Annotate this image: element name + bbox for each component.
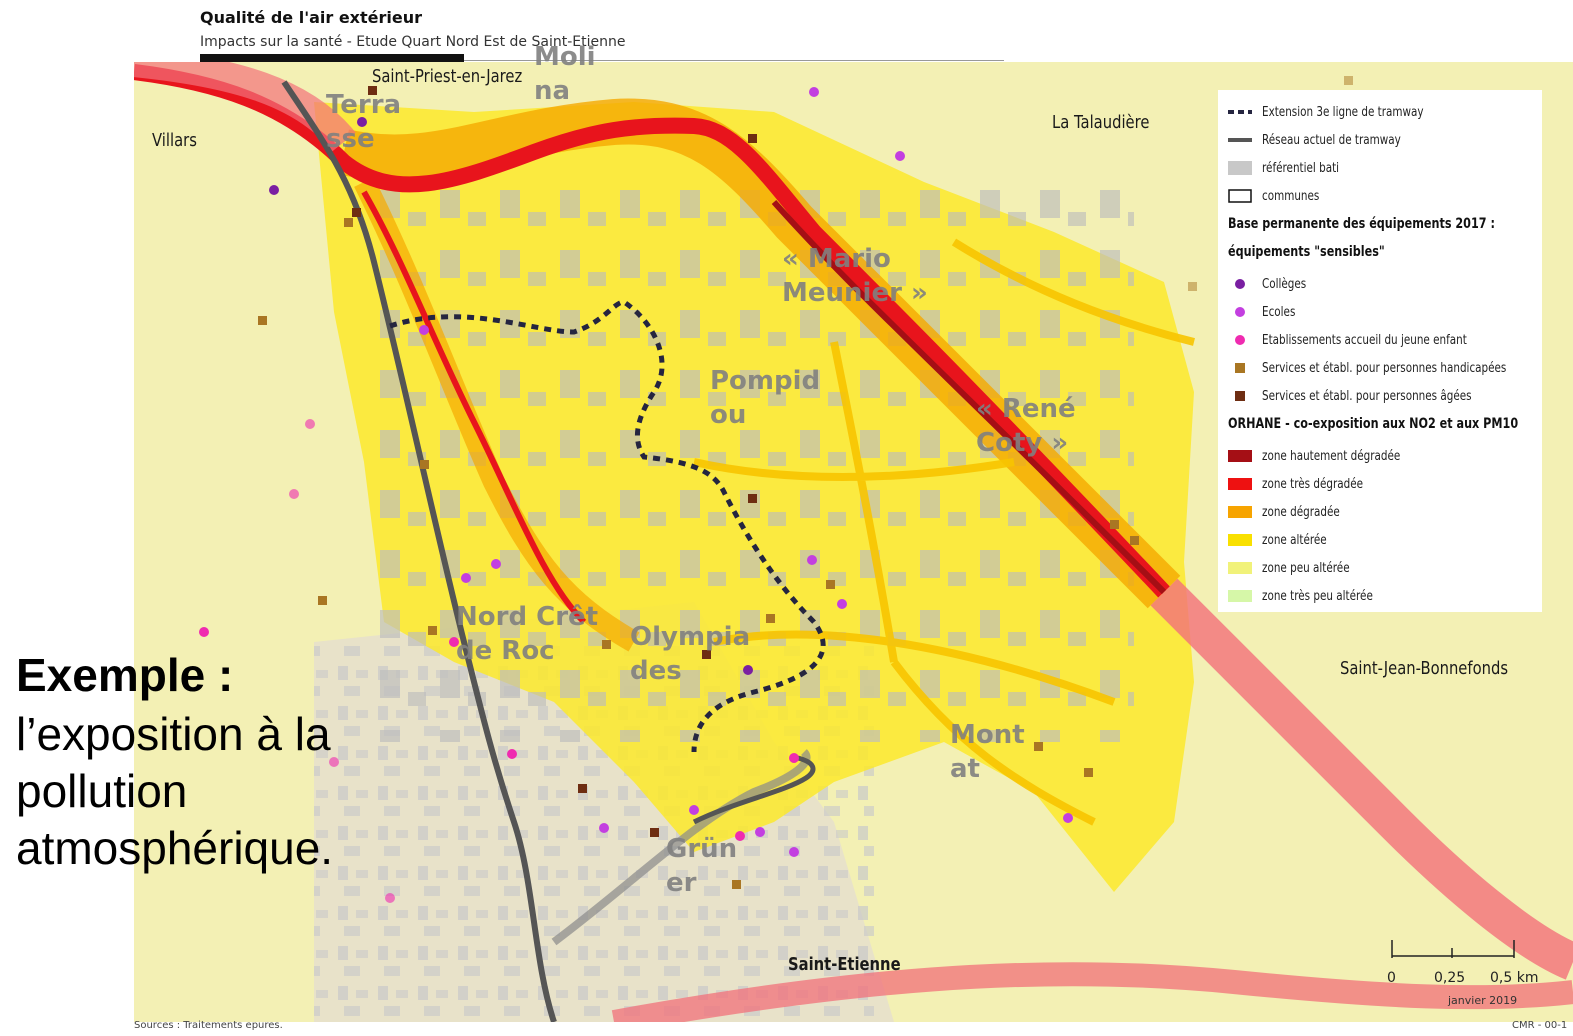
legend-item-communes: communes <box>1228 184 1334 208</box>
dashed-line-icon <box>1228 108 1252 116</box>
place-saint-priest-en-jarez: Saint-Priest-en-Jarez <box>372 66 523 87</box>
sources-note: Sources : Traitements epures. <box>134 1020 283 1031</box>
legend-heading-orhane: ORHANE - co-exposition aux NO2 et aux PM… <box>1228 416 1519 432</box>
example-title: Exemple : <box>16 649 234 701</box>
legend-heading-bpe: Base permanente des équipements 2017 : <box>1228 216 1495 232</box>
agees-square-icon <box>1228 391 1252 401</box>
jeune-enfant-dot-icon <box>1228 334 1252 346</box>
existing-tramway <box>281 80 557 1022</box>
scale-tick-0: 0 <box>1387 970 1396 986</box>
legend-item-bati: référentiel bati <box>1228 156 1358 180</box>
legend-item-handicapees: Services et établ. pour personnes handic… <box>1228 356 1567 380</box>
place-saint-etienne: Saint-Etienne <box>788 954 901 975</box>
zone-swatch-icon <box>1228 534 1252 546</box>
stop-label-gruner: Grün er <box>666 834 738 898</box>
map-title: Qualité de l'air extérieur <box>200 8 423 27</box>
highway-west <box>361 190 587 625</box>
legend-zone-alteree: zone altérée <box>1228 528 1343 552</box>
ecole-dot-icon <box>1228 306 1252 318</box>
stop-label-olympiades: Olympia des <box>630 622 751 686</box>
legend-heading-sensibles: équipements "sensibles" <box>1228 244 1385 260</box>
zone-swatch-icon <box>1228 478 1252 490</box>
legend-zone-tres-degradee: zone très dégradée <box>1228 472 1388 496</box>
zone-swatch-icon <box>1228 562 1252 574</box>
stop-label-pompidou: Pompid ou <box>710 366 821 430</box>
outline-square-icon <box>1228 189 1252 203</box>
legend-item-reseau: Réseau actuel de tramway <box>1228 128 1436 152</box>
stop-label-montat: Mont at <box>950 720 1025 784</box>
map-legend: Extension 3e ligne de tramway Réseau act… <box>1218 90 1542 612</box>
tramway-extension <box>389 299 826 753</box>
stop-label-terrasse: Terra sse <box>326 90 402 154</box>
solid-line-icon <box>1228 136 1252 144</box>
place-saint-jean-bonnefonds: Saint-Jean-Bonnefonds <box>1340 658 1509 679</box>
legend-item-ecoles: Ecoles <box>1228 300 1304 324</box>
handicap-square-icon <box>1228 363 1252 373</box>
highway-south <box>611 962 1573 1022</box>
legend-item-colleges: Collèges <box>1228 272 1317 296</box>
legend-zone-degradee: zone dégradée <box>1228 500 1359 524</box>
legend-zone-peu-alteree: zone peu altérée <box>1228 556 1372 580</box>
map-reference: CMR - 00-1 <box>1512 1020 1568 1031</box>
scale-tick-025: 0,25 <box>1434 970 1465 986</box>
title-rule <box>464 60 1004 61</box>
stop-label-nord-cret-de-roc: Nord Crêt de Roc <box>456 602 599 666</box>
legend-zone-hautement-degradee: zone hautement dégradée <box>1228 444 1435 468</box>
zone-swatch-icon <box>1228 506 1252 518</box>
scale-tick-05: 0,5 km <box>1490 970 1538 986</box>
map-date: janvier 2019 <box>1447 994 1517 1007</box>
highway-core <box>771 200 1167 595</box>
example-body: l’exposition à la pollution atmosphériqu… <box>16 708 334 874</box>
legend-item-agees: Services et établ. pour personnes âgées <box>1228 384 1524 408</box>
highway-east-continuation <box>1150 578 1573 980</box>
legend-zone-tres-peu-alteree: zone très peu altérée <box>1228 584 1401 608</box>
highway-nw <box>134 62 356 152</box>
secondary-roads <box>693 238 1195 826</box>
legend-item-jeune-enfant: Etablissements accueil du jeune enfant <box>1228 328 1518 352</box>
college-dot-icon <box>1228 278 1252 290</box>
map-subtitle: Impacts sur la santé - Etude Quart Nord … <box>200 34 626 50</box>
legend-item-extension: Extension 3e ligne de tramway <box>1228 100 1464 124</box>
scale-bar: 0 0,25 0,5 km janvier 2019 <box>1387 940 1538 1007</box>
place-villars: Villars <box>152 130 197 151</box>
title-underline-bar <box>200 54 464 64</box>
grey-square-icon <box>1228 161 1252 175</box>
stop-label-molina: Moli na <box>534 42 596 106</box>
zone-swatch-icon <box>1228 450 1252 462</box>
stop-label-mario-meunier: « Mario Meunier » <box>782 244 928 308</box>
zone-swatch-icon <box>1228 590 1252 602</box>
place-la-talaudiere: La Talaudière <box>1052 112 1150 133</box>
equipment-symbols <box>199 76 1353 903</box>
existing-tramway-branch <box>692 755 816 825</box>
stop-label-rene-coty: « René Coty » <box>976 394 1076 458</box>
